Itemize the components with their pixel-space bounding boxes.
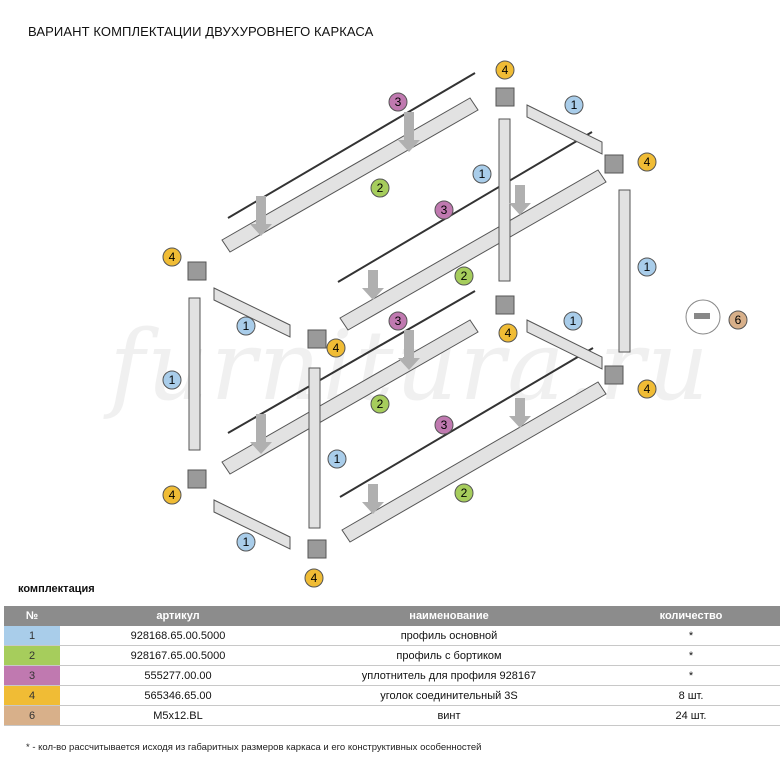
row-number: 2	[4, 645, 60, 666]
col-header-number: №	[4, 606, 60, 626]
callouts: 1 1 1 1 1 1 1 1 2 2 2 2 3 3 3 3 4 4 4 4 …	[162, 60, 748, 588]
row-quantity: *	[602, 645, 780, 666]
callout-2: 2	[370, 394, 390, 414]
row-number: 3	[4, 665, 60, 686]
callout-3-label: 3	[441, 203, 448, 217]
col-header-quantity: количество	[602, 606, 780, 626]
callout-1-label: 1	[479, 167, 486, 181]
callout-3: 3	[434, 415, 454, 435]
callout-4-label: 4	[644, 155, 651, 169]
callout-4: 4	[637, 152, 657, 172]
col-header-name: наименование	[296, 606, 602, 626]
row-name: профиль с бортиком	[296, 645, 602, 666]
row-number: 1	[4, 626, 60, 646]
row-name: уплотнитель для профиля 928167	[296, 665, 602, 686]
callout-4: 4	[498, 323, 518, 343]
callout-2: 2	[454, 266, 474, 286]
callout-2: 2	[370, 178, 390, 198]
callout-1-label: 1	[334, 452, 341, 466]
callout-2-label: 2	[377, 181, 384, 195]
callout-1: 1	[327, 449, 347, 469]
callout-4-label: 4	[169, 488, 176, 502]
callout-4-label: 4	[333, 341, 340, 355]
row-name: профиль основной	[296, 626, 602, 646]
row-article: M5x12.BL	[60, 705, 296, 726]
callout-4-label: 4	[169, 250, 176, 264]
callout-1: 1	[472, 164, 492, 184]
diagram-title: ВАРИАНТ КОМПЛЕКТАЦИИ ДВУХУРОВНЕГО КАРКАС…	[28, 24, 374, 39]
callout-1: 1	[637, 257, 657, 277]
col-header-article: артикул	[60, 606, 296, 626]
callout-3: 3	[388, 311, 408, 331]
callout-1-label: 1	[571, 98, 578, 112]
row-quantity: *	[602, 665, 780, 686]
callout-4-label: 4	[311, 571, 318, 585]
row-name: винт	[296, 705, 602, 726]
seal-strips	[227, 72, 594, 498]
table-header-row: № артикул наименование количество	[4, 606, 780, 626]
callout-1: 1	[162, 370, 182, 390]
callout-4: 4	[162, 485, 182, 505]
callout-4: 4	[326, 338, 346, 358]
callout-4-label: 4	[505, 326, 512, 340]
callout-1-label: 1	[169, 373, 176, 387]
callout-4: 4	[637, 379, 657, 399]
row-article: 555277.00.00	[60, 665, 296, 686]
frame-assembly-diagram: 1 1 1 1 1 1 1 1 2 2 2 2 3 3 3 3 4 4 4 4 …	[162, 60, 748, 588]
callout-6: 6	[728, 310, 748, 330]
callout-1-label: 1	[570, 314, 577, 328]
callout-4: 4	[162, 247, 182, 267]
row-name: уголок соединительный 3S	[296, 685, 602, 706]
callout-6-label: 6	[735, 313, 742, 327]
footnote: * - кол-во рассчитывается исходя из габа…	[26, 742, 482, 753]
callout-2-label: 2	[461, 269, 468, 283]
row-quantity: 24 шт.	[602, 705, 780, 726]
callout-1-label: 1	[243, 319, 250, 333]
callout-2-label: 2	[377, 397, 384, 411]
callout-3-label: 3	[395, 95, 402, 109]
row-article: 565346.65.00	[60, 685, 296, 706]
assembly-arrows	[250, 112, 531, 514]
row-quantity: 8 шт.	[602, 685, 780, 706]
callout-1-label: 1	[644, 260, 651, 274]
callout-3: 3	[434, 200, 454, 220]
callout-1-label: 1	[243, 535, 250, 549]
callout-3-label: 3	[395, 314, 402, 328]
callout-1: 1	[236, 316, 256, 336]
callout-4-label: 4	[644, 382, 651, 396]
row-article: 928168.65.00.5000	[60, 626, 296, 646]
callout-1: 1	[563, 311, 583, 331]
callout-1: 1	[564, 95, 584, 115]
short-profiles	[213, 104, 603, 550]
callout-4: 4	[304, 568, 324, 588]
callout-1: 1	[236, 532, 256, 552]
row-quantity: *	[602, 626, 780, 646]
callout-4-label: 4	[502, 63, 509, 77]
row-number: 4	[4, 685, 60, 706]
callout-2-label: 2	[461, 486, 468, 500]
upright-profiles	[188, 118, 631, 529]
callout-4: 4	[495, 60, 515, 80]
callout-3-label: 3	[441, 418, 448, 432]
corner-connectors	[187, 87, 624, 559]
callout-3: 3	[388, 92, 408, 112]
section-title: комплектация	[18, 583, 95, 595]
row-number: 6	[4, 705, 60, 726]
row-article: 928167.65.00.5000	[60, 645, 296, 666]
callout-2: 2	[454, 483, 474, 503]
